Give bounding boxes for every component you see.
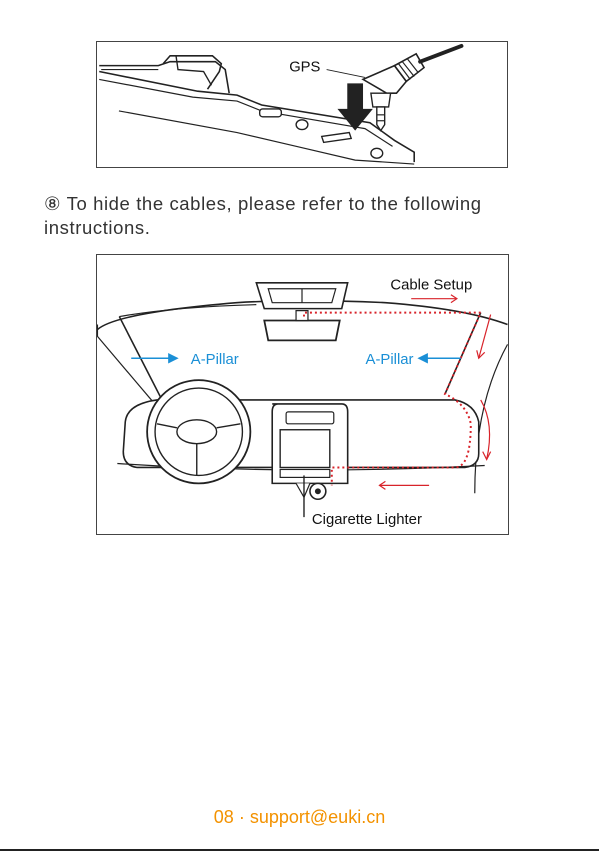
dashcam-gps-illustration: GPS <box>97 42 507 167</box>
instruction-body: To hide the cables, please refer to the … <box>44 193 482 238</box>
cable-setup-figure: Cable Setup A-Pillar A-Pillar Cigarette … <box>96 254 509 535</box>
step-number: ⑧ <box>44 193 61 214</box>
gps-label: GPS <box>289 60 320 76</box>
support-email[interactable]: support@euki.cn <box>250 807 385 827</box>
footer-separator: · <box>239 807 245 827</box>
gps-figure: GPS <box>96 41 508 168</box>
instruction-text: ⑧ To hide the cables, please refer to th… <box>44 192 564 240</box>
cable-setup-label: Cable Setup <box>390 278 472 294</box>
a-pillar-left-label: A-Pillar <box>191 352 239 368</box>
page-footer: 08 · support@euki.cn <box>0 807 599 828</box>
page-number: 08 <box>214 807 234 827</box>
a-pillar-right-label: A-Pillar <box>366 352 414 368</box>
car-interior-illustration: Cable Setup A-Pillar A-Pillar Cigarette … <box>97 255 508 534</box>
cigarette-lighter-label: Cigarette Lighter <box>312 512 422 528</box>
